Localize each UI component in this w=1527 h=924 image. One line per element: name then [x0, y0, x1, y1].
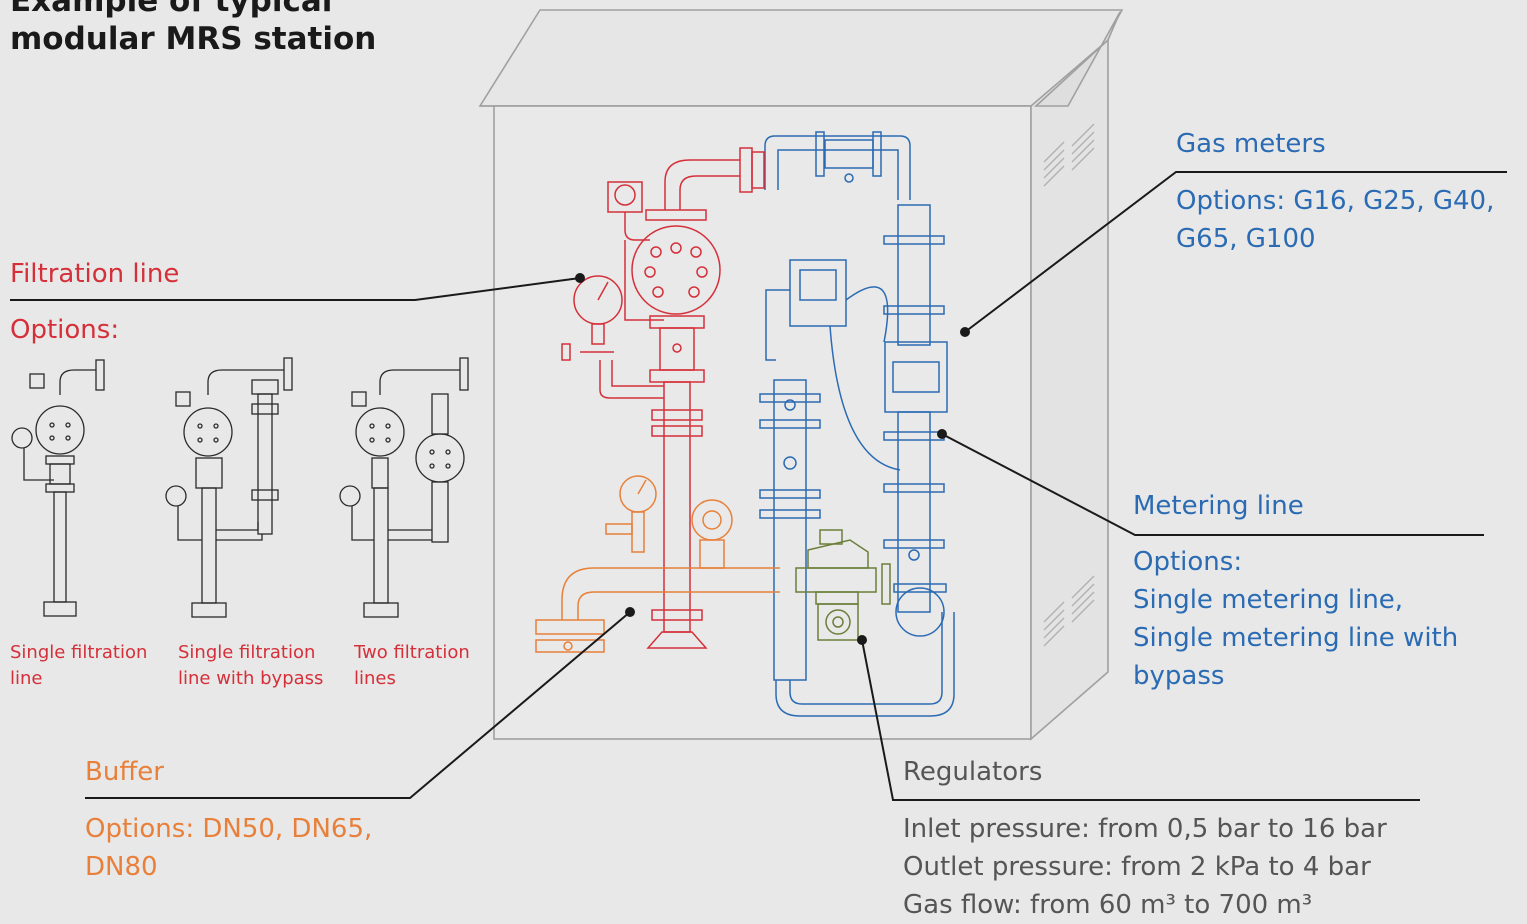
variant-two-line2: lines: [354, 668, 396, 689]
leader-dot-metering: [937, 429, 947, 439]
regulators-heading: Regulators: [903, 757, 1043, 787]
gas-meters-heading: Gas meters: [1176, 129, 1326, 159]
thumb-single-filtration-bypass: [165, 357, 293, 618]
metering-heading: Metering line: [1133, 491, 1304, 521]
buffer-options-line2: DN80: [85, 852, 158, 882]
filtration-heading: Filtration line: [10, 259, 180, 289]
gas-meters-options-line1: Options: G16, G25, G40,: [1176, 186, 1495, 216]
regulators-spec-outlet: Outlet pressure: from 2 kPa to 4 bar: [903, 852, 1371, 882]
title-line-1: Example of typical: [10, 0, 333, 19]
thumb-two-filtration: [339, 357, 469, 618]
diagram-title: Example of typical modular MRS station: [10, 0, 376, 58]
leader-dot-gas-meters: [960, 327, 970, 337]
metering-line-drawing: [759, 131, 955, 717]
leader-regulators: [861, 639, 1420, 801]
regulators-spec-inlet: Inlet pressure: from 0,5 bar to 16 bar: [903, 814, 1387, 844]
filtration-options-label: Options:: [10, 315, 120, 345]
leader-dot-filtration: [575, 273, 585, 283]
variant-label-bypass: Single filtration line with bypass: [178, 640, 323, 692]
buffer-heading: Buffer: [85, 757, 164, 787]
variant-label-two: Two filtration lines: [354, 640, 470, 692]
thumb-single-filtration: [11, 359, 105, 617]
variant-label-single: Single filtration line: [10, 640, 147, 692]
filtration-variant-thumbnails: [11, 357, 469, 618]
metering-line-2: Single metering line with: [1133, 623, 1459, 653]
gas-meters-options: Options: G16, G25, G40, G65, G100: [1176, 182, 1494, 258]
leader-dot-regulators: [857, 635, 867, 645]
leader-dot-buffer: [625, 607, 635, 617]
leader-filtration: [10, 277, 581, 301]
buffer-drawing: [535, 475, 780, 653]
leader-lines: [10, 171, 1507, 801]
buffer-options-line1: Options: DN50, DN65,: [85, 814, 373, 844]
variant-bypass-line1: Single filtration: [178, 642, 316, 663]
metering-line-1: Single metering line,: [1133, 585, 1404, 615]
buffer-options: Options: DN50, DN65, DN80: [85, 810, 372, 886]
leader-metering: [941, 433, 1484, 536]
regulators-spec-flow: Gas flow: from 60 m³ to 700 m³: [903, 890, 1313, 920]
regulators-specs: Inlet pressure: from 0,5 bar to 16 bar O…: [903, 810, 1387, 924]
filtration-line-drawing: [561, 147, 765, 649]
leader-buffer: [85, 611, 631, 799]
title-line-2: modular MRS station: [10, 21, 377, 57]
metering-line-3: bypass: [1133, 661, 1225, 691]
metering-options: Options: Single metering line, Single me…: [1133, 543, 1458, 695]
gas-meters-options-line2: G65, G100: [1176, 224, 1316, 254]
variant-bypass-line2: line with bypass: [178, 668, 324, 689]
variant-two-line1: Two filtration: [354, 642, 470, 663]
cabinet-drawing: [478, 9, 1124, 741]
variant-single-line1: Single filtration: [10, 642, 148, 663]
leader-gas-meters: [964, 171, 1507, 333]
regulator-drawing: [795, 529, 891, 641]
metering-line-0: Options:: [1133, 547, 1243, 577]
variant-single-line2: line: [10, 668, 43, 689]
